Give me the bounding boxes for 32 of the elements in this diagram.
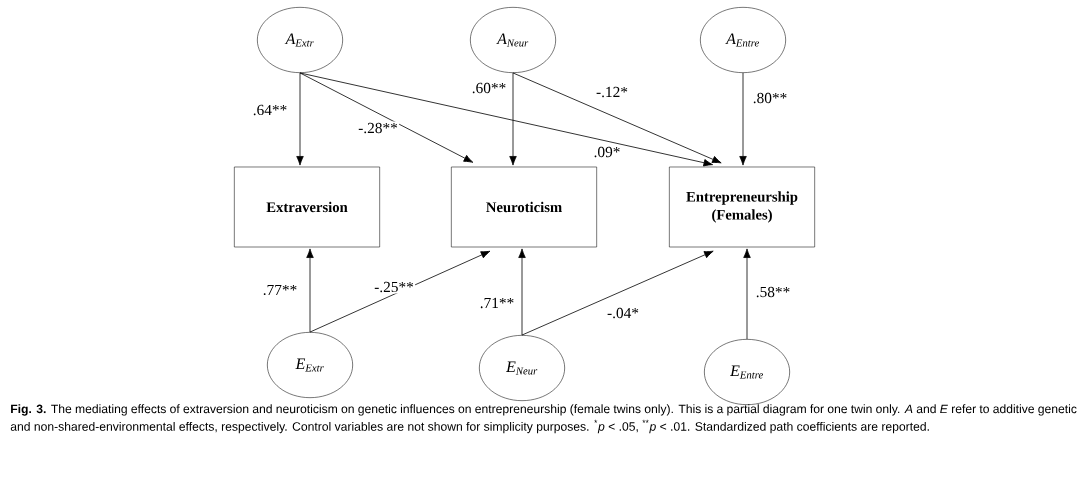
ellipse-node: A$_{Neur}$: [470, 7, 556, 73]
edge-label: .80**: [751, 91, 789, 105]
arrow: [296, 72, 304, 166]
ellipse-node: A$_{Extr}$: [257, 7, 343, 73]
arrow: [309, 250, 491, 333]
arrow: [518, 248, 526, 336]
ellipse-node: A$_{Entre}$: [700, 7, 786, 73]
ellipse-node: E$_{Neur}$: [479, 335, 565, 401]
ellipse-node: E$_{Entre}$: [704, 339, 790, 405]
ellipse-node: E$_{Extr}$: [267, 332, 353, 398]
figure-caption: Fig. 3. The mediating effects of extraversion and neuroticism on genetic influences on entrepreneurship (female twins only). This is a partial diagram for one twin only. A and E refer to additive genetic and non-shared-environmental effects, respectively. Control variables are not shown for simplicity purposes. $^{*}$p < .05, $^{**}$p < .01. Standardized path coefficients are reported.: [10, 404, 1077, 434]
edge-label: .09*: [592, 145, 622, 159]
edge-label: -.12*: [594, 85, 630, 99]
edge-label: .71**: [478, 296, 516, 310]
edge-label: -.04*: [605, 306, 641, 320]
arrow: [306, 248, 314, 333]
variable-box: Extraversion: [234, 166, 380, 248]
edge-label: .60**: [470, 81, 508, 95]
edge-label: .64**: [251, 103, 289, 117]
arrow: [743, 248, 751, 340]
arrow: [512, 72, 722, 164]
arrow: [521, 250, 714, 336]
edge-label: -.25**: [372, 280, 416, 294]
arrow: [299, 72, 713, 167]
arrow: [739, 72, 747, 166]
edge-label: .77**: [261, 283, 299, 297]
variable-box: Entrepreneurship (Females): [669, 166, 815, 248]
edge-label: -.28**: [356, 121, 400, 135]
arrow: [509, 72, 517, 166]
variable-box: Neuroticism: [451, 166, 597, 248]
edge-label: .58**: [754, 285, 792, 299]
arrow: [299, 72, 474, 163]
